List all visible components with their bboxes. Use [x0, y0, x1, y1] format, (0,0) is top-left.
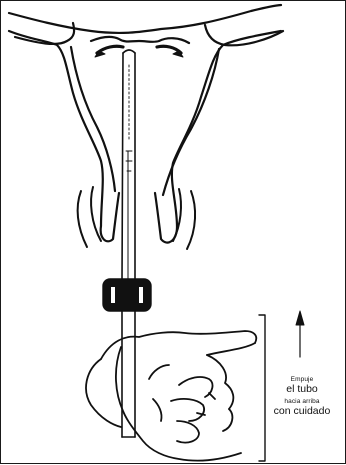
caption-line-2: el tubo — [259, 384, 345, 395]
uterus-outline — [9, 5, 283, 243]
instruction-caption: Empuje el tubo hacia arriba con cuidado — [259, 377, 345, 417]
caption-line-4: con cuidado — [259, 406, 345, 417]
flange — [103, 279, 151, 311]
iud-arms — [97, 46, 181, 53]
arrow-up — [296, 311, 304, 357]
hand — [86, 331, 256, 461]
tube-markings — [126, 65, 132, 171]
